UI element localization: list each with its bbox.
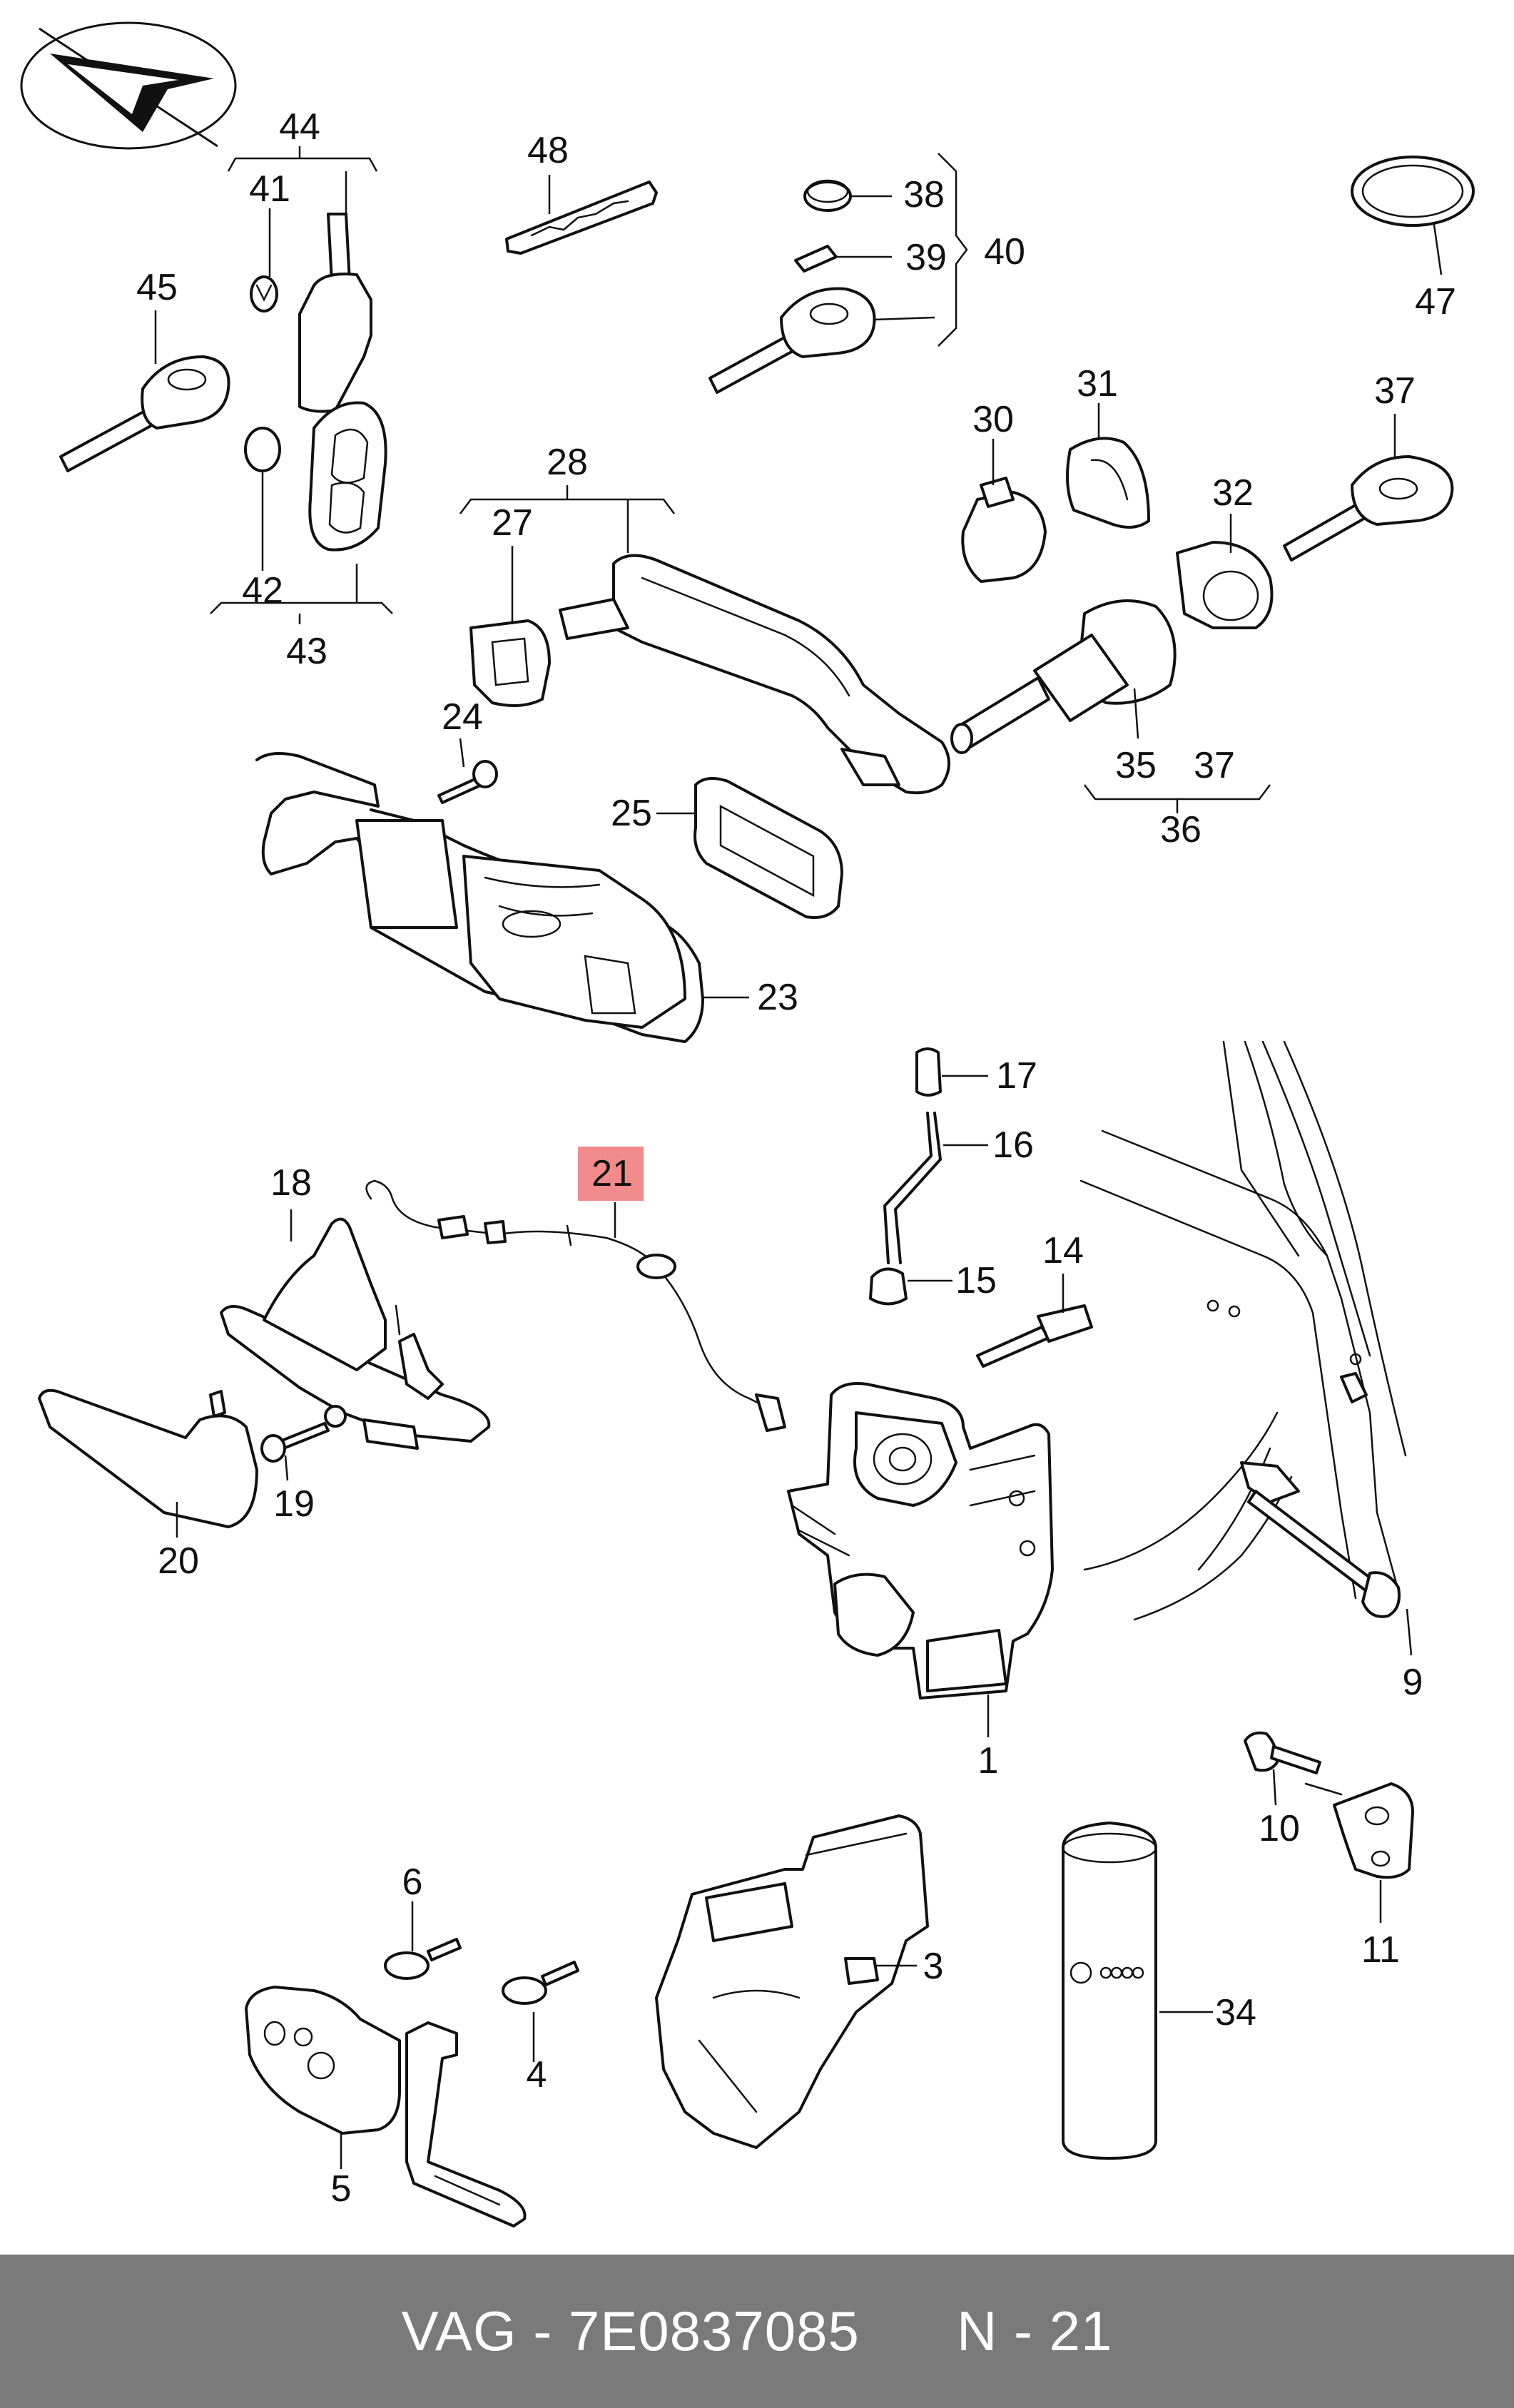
callout-38: 38 xyxy=(903,174,945,215)
leader-lines xyxy=(154,146,1443,2169)
callout-31: 31 xyxy=(1077,363,1118,405)
screw-24 xyxy=(437,760,498,804)
callout-41: 41 xyxy=(249,168,290,210)
callout-37a: 37 xyxy=(1374,370,1416,412)
footer-text: VAG - 7E0837085 N - 21 xyxy=(401,2300,1113,2362)
pin-14 xyxy=(976,1304,1093,1368)
key-blade-48 xyxy=(505,181,658,255)
part-number-footer: VAG - 7E0837085 N - 21 xyxy=(0,2255,1514,2408)
cap-38 xyxy=(803,179,852,212)
compass-logo xyxy=(20,21,237,150)
bracket-18 xyxy=(220,1217,491,1450)
rivet-6 xyxy=(384,1938,462,1980)
callout-20: 20 xyxy=(158,1540,199,1582)
callout-32: 32 xyxy=(1212,472,1254,514)
door-frame xyxy=(1079,1040,1407,1621)
part-32 xyxy=(1176,541,1274,629)
o-ring-47 xyxy=(1351,156,1475,227)
spray-can-34 xyxy=(1062,1822,1157,2160)
callout-36: 36 xyxy=(1160,809,1201,850)
part-31 xyxy=(1066,437,1150,529)
badge-41 xyxy=(250,275,278,313)
callout-9: 9 xyxy=(1403,1662,1423,1703)
callout-27: 27 xyxy=(492,502,533,544)
callout-21: 21 xyxy=(591,1153,633,1194)
key-37 xyxy=(1283,455,1454,562)
callout-30: 30 xyxy=(972,399,1014,440)
callout-40: 40 xyxy=(984,231,1025,273)
screw-19 xyxy=(260,1405,347,1463)
callout-48: 48 xyxy=(527,130,569,171)
callout-18: 18 xyxy=(270,1162,312,1204)
lock-cylinder-35 xyxy=(950,599,1177,754)
callout-45: 45 xyxy=(136,267,178,308)
gasket-25 xyxy=(694,777,843,919)
cable-21 xyxy=(365,1179,786,1432)
ring-42 xyxy=(244,427,281,472)
door-handle-28 xyxy=(559,554,950,795)
rod-16 xyxy=(883,1112,942,1264)
striker-11 xyxy=(1304,1782,1414,1879)
callout-24: 24 xyxy=(442,696,483,738)
callout-34: 34 xyxy=(1215,1992,1256,2033)
callout-labels: 44 41 45 42 43 48 38 39 40 47 30 31 37 3… xyxy=(136,106,1456,2210)
callout-1: 1 xyxy=(978,1740,999,1782)
callout-17: 17 xyxy=(996,1055,1037,1097)
trim-20 xyxy=(38,1388,258,1528)
remote-key-43 xyxy=(308,401,387,552)
pin-39 xyxy=(794,245,838,273)
callout-6: 6 xyxy=(402,1861,423,1903)
screw-9 xyxy=(1247,1490,1401,1618)
callout-43: 43 xyxy=(286,631,327,672)
bracket-5 xyxy=(245,1986,527,2227)
callout-14: 14 xyxy=(1042,1230,1084,1271)
callout-11: 11 xyxy=(1361,1929,1400,1971)
rivet-4 xyxy=(502,1961,579,2005)
callout-4: 4 xyxy=(527,2054,547,2095)
callout-42: 42 xyxy=(242,570,283,611)
cap-17 xyxy=(915,1047,942,1097)
callout-44: 44 xyxy=(279,106,320,148)
callout-35: 35 xyxy=(1115,745,1157,786)
lock-housing-3 xyxy=(655,1814,929,2149)
callout-10: 10 xyxy=(1259,1808,1300,1849)
callout-23: 23 xyxy=(757,977,798,1018)
callout-15: 15 xyxy=(955,1260,997,1301)
callout-3: 3 xyxy=(923,1946,944,1987)
key-40 xyxy=(708,287,876,394)
callout-19: 19 xyxy=(273,1483,315,1525)
remote-key-44 xyxy=(298,213,372,413)
parts-diagram: 44 41 45 42 43 48 38 39 40 47 30 31 37 3… xyxy=(20,21,1475,2227)
door-lock-1 xyxy=(787,1382,1054,1700)
handle-carrier-23 xyxy=(255,752,704,1043)
callout-37b: 37 xyxy=(1194,745,1235,786)
bolt-10 xyxy=(1244,1731,1321,1774)
callout-47: 47 xyxy=(1415,281,1456,322)
callout-16: 16 xyxy=(992,1124,1034,1166)
callout-39: 39 xyxy=(905,237,947,278)
highlight-box xyxy=(578,1147,644,1201)
part-30 xyxy=(961,477,1047,583)
callout-5: 5 xyxy=(331,2168,352,2210)
gasket-27 xyxy=(469,619,551,707)
clip-15 xyxy=(869,1267,908,1306)
key-45 xyxy=(59,355,230,472)
callout-25: 25 xyxy=(611,793,652,834)
callout-28: 28 xyxy=(547,442,588,483)
